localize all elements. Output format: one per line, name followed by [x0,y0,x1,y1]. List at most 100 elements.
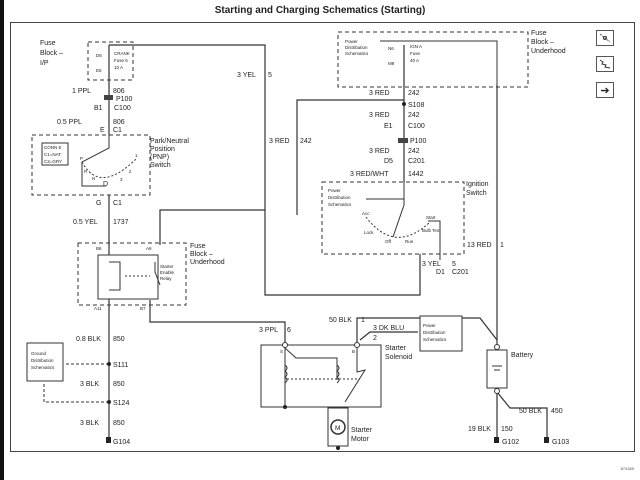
schematic-label: 242 [300,138,312,145]
wiring-view-button[interactable] [596,56,614,72]
schematic-label: 5 [452,261,456,268]
schematic-label: Fuse [531,30,547,37]
schematic-label: C201 [408,158,425,165]
schematic-label: Starter [351,427,373,434]
schematic-label: 850 [113,381,125,388]
ground-distribution-box: Ground Distribution Schematics [26,342,64,382]
schematic-label: CRANK [114,51,130,56]
schematic-label: 0.5 YEL [73,219,98,226]
schematic-label: 3 [120,177,123,182]
fuse-block-ip: Fuse Block – I/P D6 E5 CRANK Fuse 6 10 A [40,40,134,81]
schematic-label: Run [405,239,414,244]
schematic-label: 0.5 PPL [57,119,82,126]
schematic-label: Underhood [531,48,566,55]
schematic-label: Switch [466,190,487,197]
schematic-label: I/P [40,60,49,67]
window-edge [0,0,4,480]
schematic-label: Battery [511,352,534,359]
schematic-label: 1 [500,242,504,249]
schematic-label: 3 RED [369,90,390,97]
schematic-label: G103 [552,439,569,446]
schematic-label: Power [345,39,358,44]
schematic-label: Fuse [190,243,206,250]
schematic-label: A6 [146,246,152,251]
motor-symbol: M [335,425,340,432]
fuse-block-underhood: Power Distribution Schematics N6 M9 IGN … [337,30,566,88]
ignition-switch: Power Distribution Schematics Acc Lock O… [321,181,489,260]
wire-50blk-450 [496,391,548,440]
schematic-label: Ground [31,351,47,356]
schematic-label: P100 [116,96,132,103]
schematic-label: Schematics [345,51,369,56]
schematic-label: 1737 [113,219,129,226]
schematic-label: Starter [385,345,407,352]
schematic-label: Solenoid [385,354,412,361]
battery: Battery [486,344,534,394]
schematic-label: G [96,200,101,207]
schematic-label: Power [423,323,436,328]
schematic-label: P100 [410,138,426,145]
schematic-label: B1 [94,105,103,112]
schematic-label: 242 [408,90,420,97]
schematic-label: Distribution [423,330,446,335]
schematic-label: Start [426,215,436,220]
schematic-label: 806 [113,119,125,126]
schematic-label: Fuse 6 [114,58,128,63]
schematic-label: B [352,349,355,354]
schematic-label: 2 [129,169,132,174]
schematic-label: R [84,169,88,174]
schematic-label: Ignition [466,181,489,188]
next-page-button[interactable]: ➔ [596,82,614,98]
schematic-label: 13 RED [467,242,492,249]
page-title: Starting and Charging Schematics (Starti… [214,5,426,16]
schematic-label: Distribution [328,195,351,200]
schematic-label: 3 DK BLU [373,325,404,332]
schematic-label: 5 [268,72,272,79]
schematic-label: Off [385,239,392,244]
schematic-label: 806 [113,88,125,95]
schematic-label: IGN A [410,44,422,49]
connector-icon [599,33,611,43]
schematic-label: Block – [190,251,213,258]
schematic-label: E1 [384,123,393,130]
schematic-label: Schematics [423,337,447,342]
wiring-icon [599,59,611,69]
schematic-label: Enable [160,270,175,275]
schematic-label: 242 [408,148,420,155]
schematic-label: N [92,176,95,181]
schematic-label: 3 PPL [259,327,278,334]
schematic-label: Block – [40,50,63,57]
schematic-label: Schematics [328,202,352,207]
schematic-label: 850 [113,420,125,427]
schematic-label: S111 [113,362,128,369]
schematic-label: Block – [531,39,554,46]
connector-view-button[interactable] [596,30,614,46]
schematic-label: Block – [40,50,63,57]
wire-3red-242-branch [296,99,404,215]
schematic-label: Power [328,188,341,193]
schematic-label: S [280,349,283,354]
schematic-label: Position [150,146,175,153]
schematic-label: C2=GRY [44,159,62,164]
schematic-label: M9 [388,61,395,66]
schematic-label: 150 [501,426,513,433]
schematic-label: A11 [94,306,102,311]
schematic-label: 3 RED [369,112,390,119]
schematic-label: Distribution [31,358,54,363]
schematic-label: Underhood [190,259,225,266]
schematic-label: 3 RED/WHT [350,171,389,178]
schematic-label: C1=NAT [44,152,61,157]
schematic-label: C1 [113,200,122,207]
schematic-label: 3 YEL [422,261,441,268]
schematic-label: 450 [551,408,563,415]
schematic-label: 3 RED [269,138,290,145]
schematic-label: Lock [364,230,374,235]
schematic-label: E5 [96,68,102,73]
schematic-label: 1 [135,153,138,158]
schematic-label: 50 BLK [519,408,542,415]
schematic-label: Motor [351,436,370,443]
schematic-label: 1 [361,317,365,324]
schematic-label: Relay [160,276,172,281]
schematic-label: S124 [113,400,129,407]
